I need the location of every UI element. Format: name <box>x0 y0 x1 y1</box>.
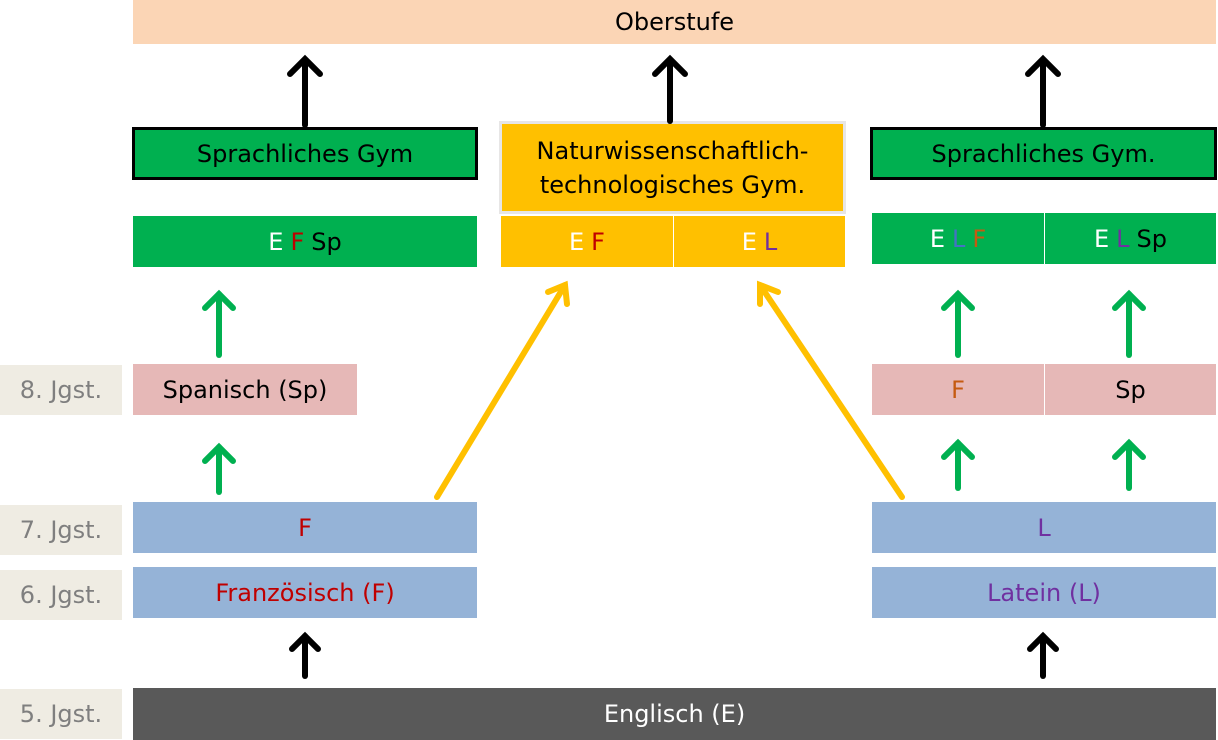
grade-label-8: 8. Jgst. <box>0 365 122 415</box>
middle-gym-line1: Naturwissenschaftlich- <box>536 136 809 165</box>
green-arrow-left-lower <box>202 442 236 495</box>
left-combo-box: E F Sp <box>133 216 477 267</box>
right-g6-box: Latein (L) <box>872 567 1216 618</box>
green-arrow-right-a-upper <box>941 289 975 358</box>
middle-combo-divider <box>673 216 674 267</box>
right-combo1-l: L <box>951 224 966 253</box>
black-arrow-middle-top <box>652 54 688 124</box>
orange-arrow-right-diagonal <box>757 280 905 500</box>
right-g7-label: L <box>1037 513 1051 542</box>
left-g7-box: F <box>133 502 477 553</box>
left-gym-label: Sprachliches Gym <box>196 139 414 168</box>
right-g7-box: L <box>872 502 1216 553</box>
black-arrow-left-top <box>287 54 323 128</box>
right-gym-box: Sprachliches Gym. <box>870 127 1217 180</box>
english-base-bar: Englisch (E) <box>133 688 1216 740</box>
left-g6-box: Französisch (F) <box>133 567 477 618</box>
oberstufe-label: Oberstufe <box>614 8 735 36</box>
left-g7-label: F <box>298 513 312 542</box>
black-arrow-right-bottom <box>1027 631 1059 679</box>
right-g8a-label: F <box>951 375 965 404</box>
right-g8b-label: Sp <box>1115 375 1146 404</box>
green-arrow-right-a-lower <box>941 438 975 491</box>
grade-label-5: 5. Jgst. <box>0 689 122 739</box>
middle-gym-box: Naturwissenschaftlich- technologisches G… <box>499 121 846 214</box>
orange-arrow-left-diagonal <box>434 280 570 500</box>
left-combo-f: F <box>290 227 305 256</box>
right-combo2-l: L <box>1116 224 1130 253</box>
grade-label-6: 6. Jgst. <box>0 570 122 620</box>
left-g6-label: Französisch (F) <box>215 578 395 607</box>
right-combo2-e: E <box>1093 224 1110 253</box>
right-g8-divider <box>1044 364 1045 415</box>
black-arrow-left-bottom <box>289 631 321 679</box>
right-combo2-box: E L Sp <box>1045 213 1216 264</box>
middle-combo2-box: E L <box>674 216 845 267</box>
english-base-label: Englisch (E) <box>603 700 746 728</box>
right-combo1-box: E L F <box>872 213 1044 264</box>
middle-combo1-box: E F <box>501 216 673 267</box>
middle-gym-line2: technologisches Gym. <box>539 170 806 199</box>
middle-combo2-l: L <box>763 227 778 256</box>
middle-combo1-f: F <box>591 227 605 256</box>
left-gym-box: Sprachliches Gym <box>132 127 478 180</box>
right-g8a-box: F <box>872 364 1044 415</box>
right-combo1-f: F <box>972 224 987 253</box>
green-arrow-left-upper <box>202 289 236 358</box>
oberstufe-bar: Oberstufe <box>133 0 1216 44</box>
right-combo1-e: E <box>929 224 945 253</box>
grade-label-7: 7. Jgst. <box>0 505 122 555</box>
left-combo-e: E <box>268 227 284 256</box>
middle-combo2-e: E <box>741 227 757 256</box>
right-g6-label: Latein (L) <box>987 578 1101 607</box>
right-g8b-box: Sp <box>1045 364 1216 415</box>
right-gym-label: Sprachliches Gym. <box>931 139 1156 168</box>
left-spanish-label: Spanisch (Sp) <box>162 375 328 404</box>
right-combo-divider <box>1044 213 1045 264</box>
left-spanish-box: Spanisch (Sp) <box>133 364 357 415</box>
black-arrow-right-top <box>1025 54 1061 128</box>
right-combo2-sp: Sp <box>1136 224 1167 253</box>
green-arrow-right-b-lower <box>1112 438 1146 491</box>
left-combo-sp: Sp <box>311 227 342 256</box>
middle-combo1-e: E <box>569 227 585 256</box>
green-arrow-right-b-upper <box>1112 289 1146 358</box>
